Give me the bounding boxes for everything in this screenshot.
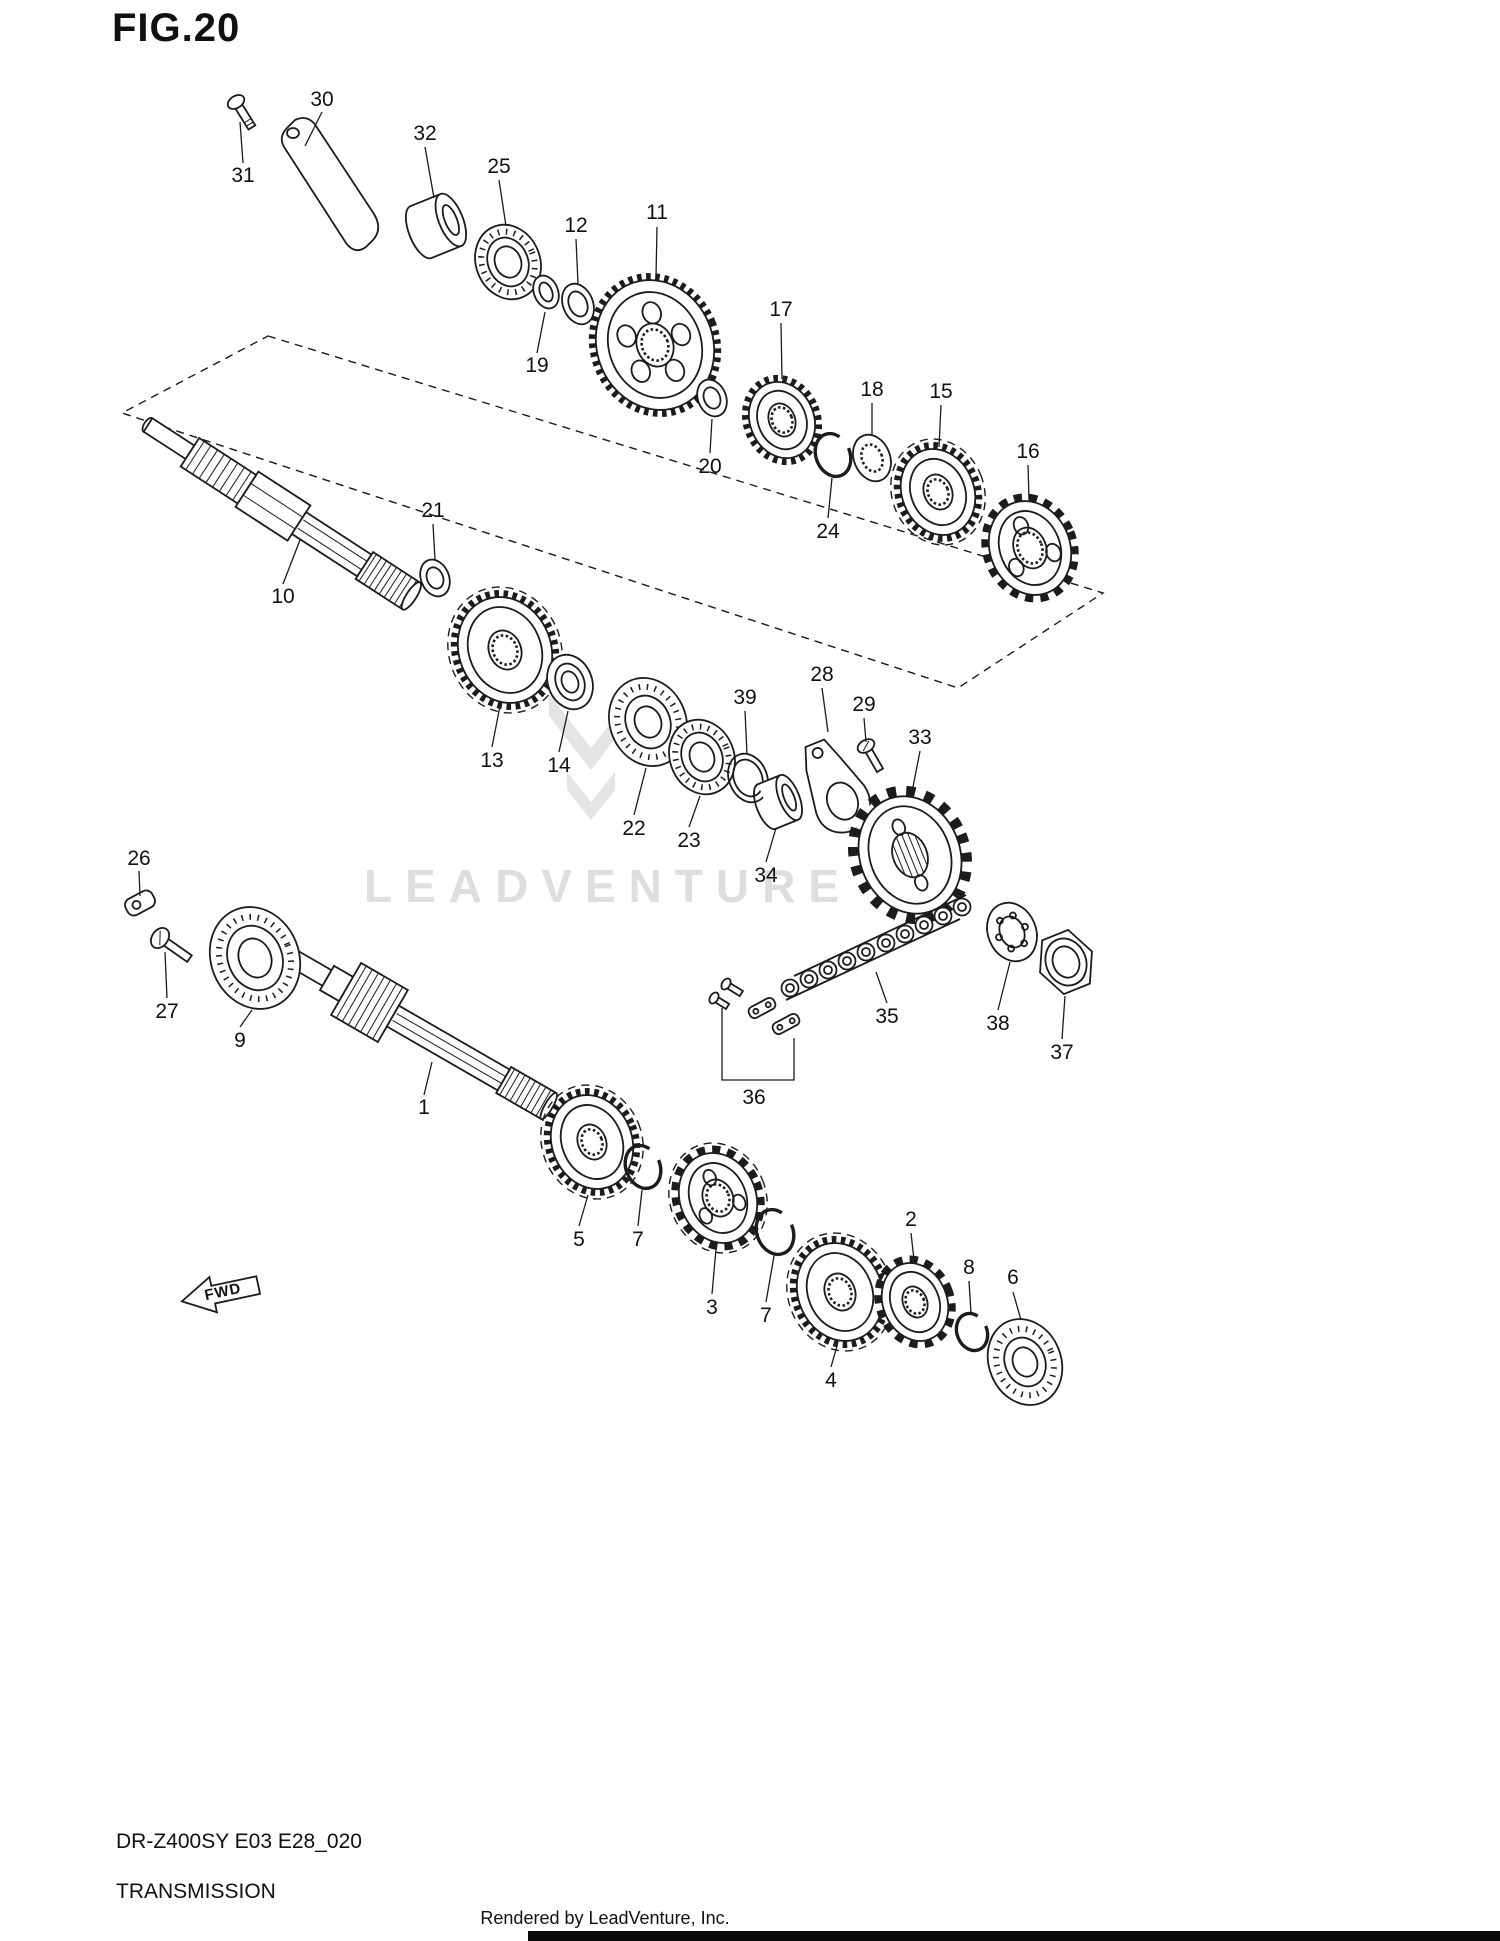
circlip-7a — [623, 1143, 663, 1191]
part-callout-39: 39 — [733, 686, 757, 709]
part-callout-26: 26 — [127, 847, 151, 870]
washer-20 — [696, 378, 728, 418]
bearing-23 — [668, 718, 736, 796]
spacer-12 — [561, 282, 595, 326]
part-callout-20: 20 — [698, 455, 722, 478]
gear-15 — [890, 438, 986, 546]
washer-21 — [419, 558, 451, 598]
circlip-8 — [954, 1311, 990, 1353]
part-callout-33: 33 — [908, 726, 932, 749]
part-callout-30: 30 — [310, 88, 334, 111]
part-callout-22: 22 — [622, 817, 646, 840]
part-callout-2: 2 — [905, 1208, 917, 1231]
part-callout-35: 35 — [875, 1005, 899, 1028]
gear-11 — [588, 273, 722, 417]
countershaft-10 — [141, 417, 422, 611]
figure-title: FIG.20 — [112, 6, 241, 50]
bearing-25 — [474, 223, 542, 301]
circlip-7b — [754, 1207, 796, 1257]
part-callout-29: 29 — [852, 693, 876, 716]
bearing-6 — [986, 1318, 1064, 1406]
part-callout-3: 3 — [706, 1296, 718, 1319]
part-callout-28: 28 — [810, 663, 834, 686]
section-title: TRANSMISSION — [116, 1880, 276, 1903]
leadventure-watermark-text: LEADVENTURE — [363, 860, 853, 912]
part-callout-8: 8 — [963, 1256, 975, 1279]
render-credit: Rendered by LeadVenture, Inc. — [480, 1908, 730, 1928]
stopper-plate-26 — [124, 889, 156, 917]
lock-washer-38 — [986, 901, 1038, 963]
part-callout-37: 37 — [1050, 1041, 1074, 1064]
gear-17 — [741, 374, 823, 466]
washer-14 — [546, 653, 594, 711]
part-callout-6: 6 — [1007, 1266, 1019, 1289]
sprocket-33 — [847, 785, 973, 925]
shift-lever-30 — [280, 117, 380, 252]
drive-chain-35 — [780, 894, 972, 1001]
leader-lines — [138, 111, 1066, 1368]
part-callout-4: 4 — [825, 1369, 837, 1392]
screw-27 — [150, 926, 194, 964]
bolt-31 — [226, 94, 257, 131]
bearing-22 — [608, 677, 688, 767]
part-callout-18: 18 — [860, 378, 884, 401]
model-code: DR-Z400SY E03 E28_020 — [116, 1830, 362, 1853]
part-callout-11: 11 — [646, 201, 668, 224]
part-callout-36: 36 — [742, 1086, 766, 1109]
nut-37 — [1039, 928, 1093, 996]
part-callout-9: 9 — [234, 1029, 246, 1052]
gear-4 — [786, 1232, 894, 1352]
bottom-bar — [528, 1931, 1500, 1941]
part-callout-25: 25 — [487, 155, 511, 178]
gear-13 — [447, 586, 563, 714]
part-callout-16: 16 — [1016, 440, 1040, 463]
chain-joint-link-36 — [708, 977, 801, 1036]
screw-29 — [856, 738, 885, 774]
part-callout-14: 14 — [547, 754, 571, 777]
circlip-24 — [813, 431, 853, 479]
part-callout-21: 21 — [421, 499, 445, 522]
bearing-9 — [208, 906, 302, 1010]
part-callout-1: 1 — [418, 1096, 430, 1119]
driveshaft-1 — [275, 942, 558, 1121]
part-callout-32: 32 — [413, 122, 437, 145]
part-callout-17: 17 — [769, 298, 793, 321]
dog-gear-16 — [981, 493, 1079, 603]
part-callout-7b: 7 — [760, 1304, 772, 1327]
gear-5 — [540, 1084, 644, 1200]
fwd-arrow-icon — [180, 1275, 262, 1314]
part-callout-24: 24 — [816, 520, 840, 543]
ring-39 — [727, 752, 769, 804]
part-callout-23: 23 — [677, 829, 701, 852]
dog-hub-3 — [668, 1142, 768, 1254]
spacer-32 — [404, 192, 468, 260]
lock-washer-18 — [852, 433, 892, 483]
part-callout-15: 15 — [929, 380, 953, 403]
washer-19 — [532, 274, 560, 310]
part-callout-5: 5 — [573, 1228, 585, 1251]
part-callout-13: 13 — [480, 749, 504, 772]
part-callout-34: 34 — [754, 864, 778, 887]
gear-2 — [874, 1255, 956, 1349]
part-callout-12: 12 — [564, 214, 588, 237]
part-callout-7a: 7 — [632, 1228, 644, 1251]
part-callout-27: 27 — [155, 1000, 179, 1023]
part-callout-38: 38 — [986, 1012, 1010, 1035]
part-callout-10: 10 — [271, 585, 295, 608]
part-callout-31: 31 — [231, 164, 255, 187]
part-callout-19: 19 — [525, 354, 549, 377]
